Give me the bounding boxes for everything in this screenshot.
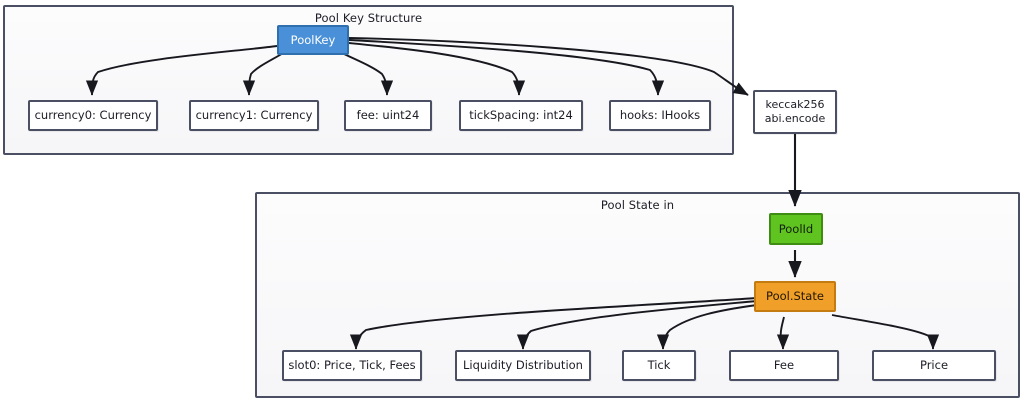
node-keccak256-line1: keccak256 bbox=[765, 98, 825, 112]
node-tick[interactable]: Tick bbox=[622, 350, 696, 381]
node-poolid-label: PoolId bbox=[778, 221, 814, 236]
node-fee-uint24[interactable]: fee: uint24 bbox=[344, 100, 432, 131]
node-hooks[interactable]: hooks: IHooks bbox=[609, 100, 711, 131]
node-abi-encode-line2: abi.encode bbox=[764, 112, 826, 125]
node-poolkey-label: PoolKey bbox=[290, 32, 336, 47]
node-tickspacing[interactable]: tickSpacing: int24 bbox=[459, 100, 583, 131]
node-poolkey[interactable]: PoolKey bbox=[277, 25, 349, 55]
node-hooks-label: hooks: IHooks bbox=[619, 108, 701, 123]
node-price-label: Price bbox=[919, 358, 949, 373]
node-poolid[interactable]: PoolId bbox=[769, 213, 823, 245]
node-fee-uint24-label: fee: uint24 bbox=[356, 108, 420, 123]
node-fee-label: Fee bbox=[773, 358, 795, 373]
node-slot0[interactable]: slot0: Price, Tick, Fees bbox=[282, 350, 422, 381]
cluster-pool-key-title: Pool Key Structure bbox=[314, 11, 423, 25]
node-currency1[interactable]: currency1: Currency bbox=[189, 100, 319, 131]
node-keccak256-abi-encode[interactable]: keccak256 abi.encode bbox=[753, 90, 837, 134]
node-currency1-label: currency1: Currency bbox=[195, 108, 313, 123]
node-fee[interactable]: Fee bbox=[729, 350, 839, 381]
node-liquidity-distribution[interactable]: Liquidity Distribution bbox=[455, 350, 591, 381]
node-slot0-label: slot0: Price, Tick, Fees bbox=[288, 358, 416, 373]
node-tickspacing-label: tickSpacing: int24 bbox=[469, 108, 573, 123]
cluster-pool-key-structure: Pool Key Structure bbox=[3, 5, 734, 155]
node-currency0-label: currency0: Currency bbox=[34, 108, 152, 123]
node-tick-label: Tick bbox=[647, 358, 671, 373]
node-price[interactable]: Price bbox=[872, 350, 996, 381]
cluster-pool-state-title: Pool State in bbox=[600, 198, 675, 212]
node-currency0[interactable]: currency0: Currency bbox=[28, 100, 158, 131]
node-pool-state-label: Pool.State bbox=[766, 289, 824, 304]
node-pool-state[interactable]: Pool.State bbox=[754, 281, 836, 312]
node-liquidity-distribution-label: Liquidity Distribution bbox=[463, 358, 583, 373]
